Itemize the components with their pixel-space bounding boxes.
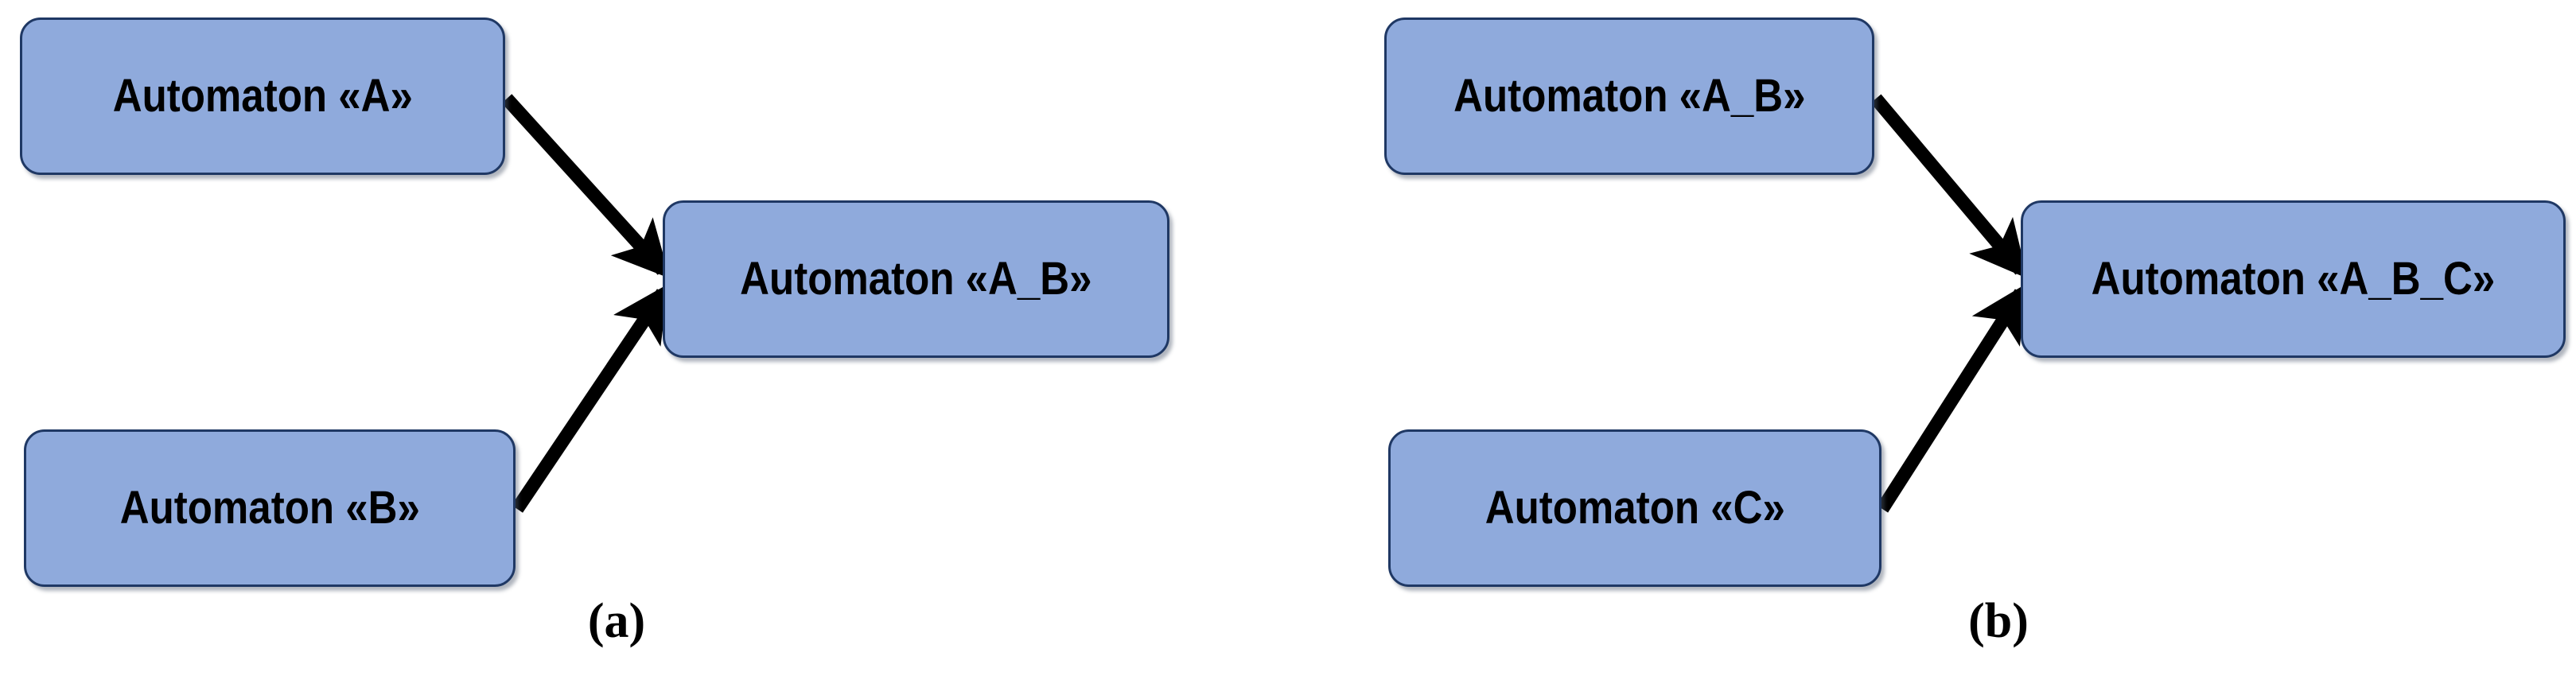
edge-arrow [501,94,671,279]
node-automaton-ab[interactable]: Automaton «A_B» [1384,17,1874,175]
node-label: Automaton «A_B_C» [2091,253,2496,305]
node-label: Automaton «B» [119,482,420,534]
node-automaton-a-b-c[interactable]: Automaton «A_B_C» [2021,200,2566,358]
node-label: Automaton «A_B» [740,253,1092,305]
node-automaton-b[interactable]: Automaton «B» [24,429,516,587]
node-label: Automaton «A» [112,70,413,122]
panel-caption-a: (a) [587,594,646,648]
node-automaton-a[interactable]: Automaton «A» [20,17,505,175]
node-label: Automaton «A_B» [1453,70,1806,122]
edge-arrow [511,283,669,513]
node-automaton-a-b[interactable]: Automaton «A_B» [663,200,1169,358]
panel-caption-b: (b) [1968,594,2029,648]
node-label: Automaton «C» [1485,482,1785,534]
edge-arrow [1870,94,2028,279]
node-automaton-c[interactable]: Automaton «C» [1388,429,1881,587]
edge-arrow [1876,283,2027,513]
